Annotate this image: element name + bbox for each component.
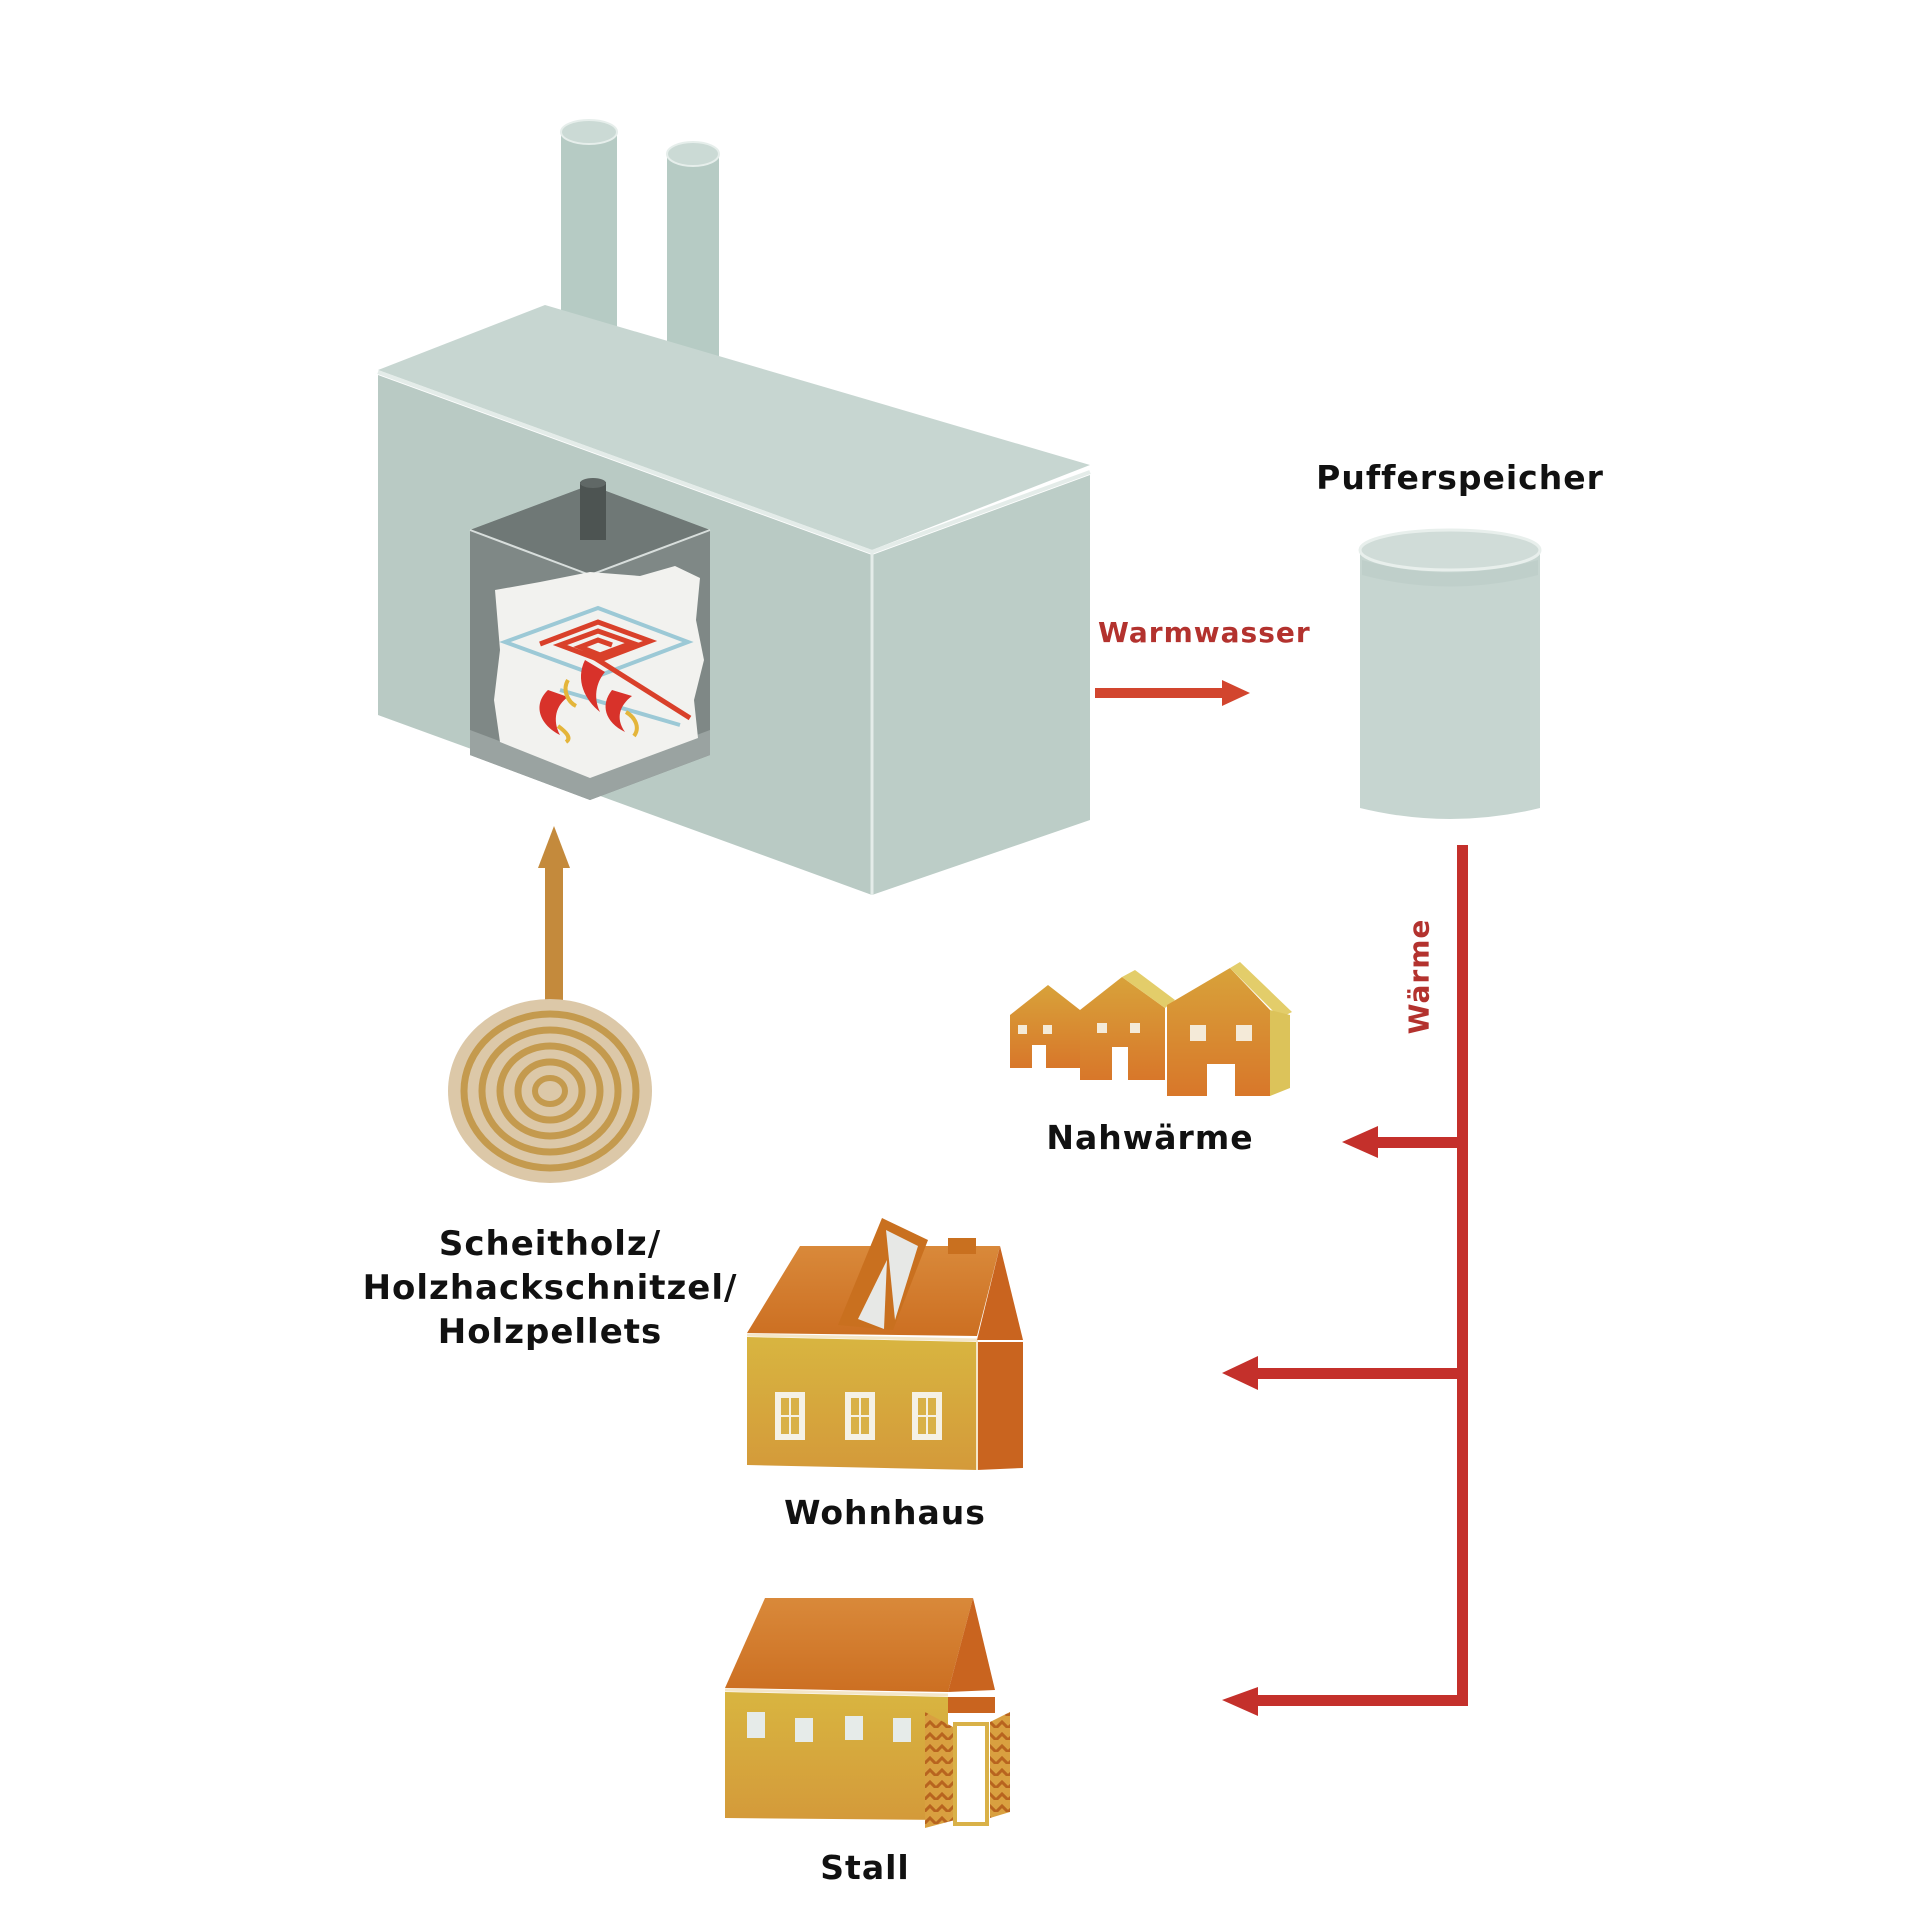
district-heating-houses — [1010, 962, 1292, 1098]
fuel-label-line-2: Holzhackschnitzel/ — [362, 1268, 738, 1308]
district-heating-label: Nahwärme — [1046, 1118, 1254, 1157]
arrow-to-residence — [1222, 1356, 1258, 1390]
fuel-label-line-1: Scheitholz/ — [438, 1224, 662, 1264]
small-house-2 — [1080, 970, 1175, 1081]
small-house-3 — [1167, 962, 1292, 1098]
heat-exchanger-coil — [539, 619, 658, 663]
buffer-tank — [1358, 528, 1542, 819]
residence-house — [746, 1218, 1023, 1470]
fuel-arrow — [538, 826, 570, 1000]
warm-water-arrow — [1095, 680, 1250, 706]
warm-water-label: Warmwasser — [1098, 616, 1311, 649]
furnace-flue — [580, 482, 606, 540]
small-house-1 — [1010, 985, 1080, 1069]
fuel-label: Scheitholz/ Holzhackschnitzel/ Holzpelle… — [330, 1222, 770, 1354]
stable-windows — [747, 1712, 911, 1742]
residence-side-wall — [977, 1342, 1023, 1470]
fuel-label-line-3: Holzpellets — [437, 1312, 663, 1352]
heat-exchanger-plate — [499, 605, 694, 679]
wood-log-icon — [448, 999, 652, 1183]
arrow-to-stable — [1222, 1687, 1258, 1716]
residence-label: Wohnhaus — [784, 1493, 986, 1532]
boiler-house — [377, 119, 1091, 895]
buffer-tank-label: Pufferspeicher — [1316, 458, 1604, 497]
stable-label: Stall — [820, 1848, 910, 1887]
stable-barn — [724, 1598, 1010, 1828]
arrow-to-district — [1342, 1126, 1378, 1158]
stable-roof — [725, 1598, 973, 1692]
residence-windows — [775, 1392, 942, 1440]
furnace-cutaway — [469, 478, 711, 800]
flame-icon — [539, 660, 639, 744]
stable-door — [925, 1712, 1010, 1828]
heat-distribution-line — [1222, 845, 1468, 1716]
stable-front-wall — [725, 1692, 948, 1820]
boiler-top — [378, 305, 1090, 550]
boiler-side — [872, 475, 1090, 895]
heat-label: Wärme — [1402, 918, 1436, 1035]
